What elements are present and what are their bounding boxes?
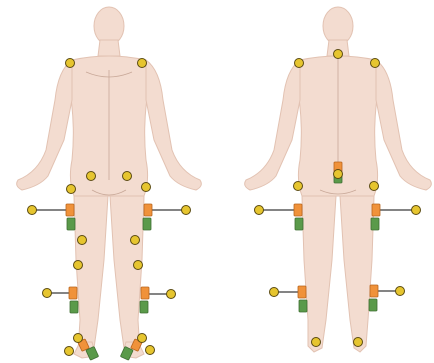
reflective-marker-icon [123,172,132,181]
emg-sensor-icon [143,204,152,230]
reflective-marker-icon [146,346,155,355]
reflective-marker-icon [412,206,421,215]
emg-sensor-icon [369,285,378,311]
reflective-marker-icon [370,182,379,191]
reflective-marker-icon [295,59,304,68]
emg-sensor-icon [66,204,75,230]
reflective-marker-icon [138,59,147,68]
reflective-marker-icon [43,289,52,298]
reflective-marker-icon [182,206,191,215]
reflective-marker-icon [167,290,176,299]
emg-sensor-icon [298,286,307,312]
reflective-marker-icon [138,334,147,343]
emg-sensor-icon [140,287,149,313]
reflective-marker-icon [294,182,303,191]
reflective-marker-icon [334,50,343,59]
reflective-marker-icon [66,59,75,68]
emg-sensor-icon [294,204,303,230]
reflective-marker-icon [270,288,279,297]
reflective-marker-icon [131,236,140,245]
reflective-marker-icon [87,172,96,181]
reflective-marker-icon [354,338,363,347]
reflective-marker-icon [396,287,405,296]
reflective-marker-icon [334,170,343,179]
reflective-marker-icon [134,261,143,270]
reflective-marker-icon [371,59,380,68]
reflective-marker-icon [28,206,37,215]
reflective-marker-icon [74,261,83,270]
reflective-marker-icon [142,183,151,192]
reflective-marker-icon [65,347,74,356]
reflective-marker-icon [255,206,264,215]
reflective-marker-icon [78,236,87,245]
front-figure [17,7,202,358]
reflective-marker-icon [67,185,76,194]
reflective-marker-icon [312,338,321,347]
emg-sensor-icon [69,287,78,313]
reflective-marker-icon [74,334,83,343]
